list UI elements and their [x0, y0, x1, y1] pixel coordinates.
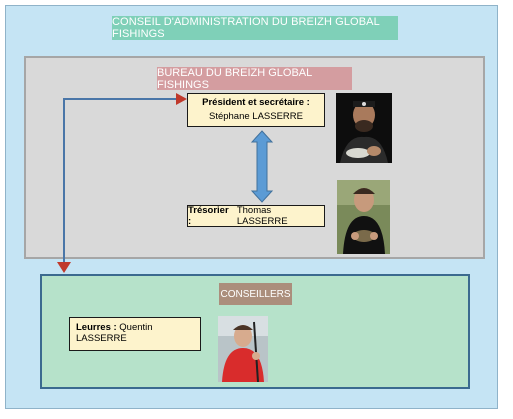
tresorier-role: Trésorier : [188, 205, 229, 227]
leurres-box: Leurres : Quentin LASSERRE [69, 317, 201, 351]
tresorier-name: Thomas LASSERRE [236, 205, 288, 227]
leurres-photo [218, 316, 268, 382]
president-name: Stéphane LASSERRE [208, 111, 303, 122]
president-photo [336, 93, 392, 163]
president-role: Président et secrétaire : [202, 97, 310, 108]
board-title: CONSEIL D'ADMINISTRATION DU BREIZH GLOBA… [112, 16, 398, 40]
conseillers-title: CONSEILLERS [219, 283, 292, 305]
tresorier-photo [337, 180, 390, 254]
bureau-title: BUREAU DU BREIZH GLOBAL FISHINGS [157, 67, 352, 91]
president-box: Président et secrétaire : Stéphane LASSE… [187, 93, 325, 127]
leurres-role: Leurres : [76, 322, 117, 333]
tresorier-box: Trésorier : Thomas LASSERRE [187, 205, 325, 227]
leurres-name: Quentin LASSERRE [76, 322, 153, 344]
